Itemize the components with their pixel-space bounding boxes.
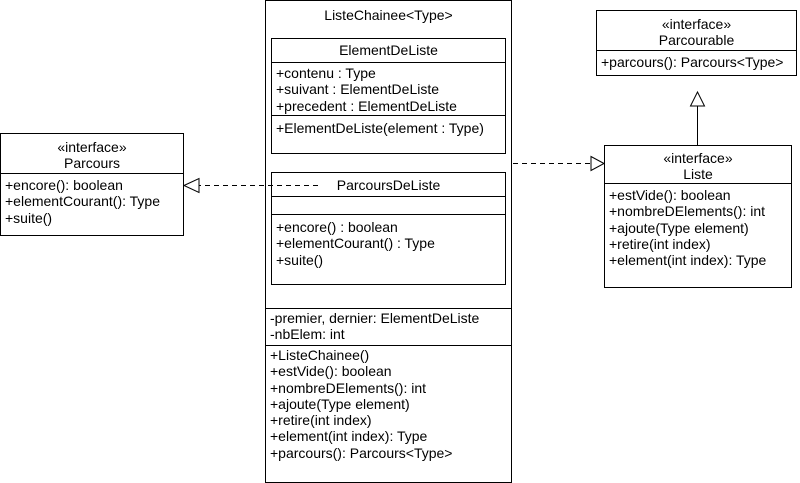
parcours-name: Parcours <box>63 155 121 172</box>
parcourable-stereotype: «interface» <box>661 16 732 32</box>
elementdeliste-name: ElementDeListe <box>339 42 438 58</box>
parcoursdeliste-header: ParcoursDeListe <box>272 173 505 196</box>
listechainee-attr-premier-dernier: -premier, dernier: ElementDeListe <box>270 310 480 326</box>
listechainee-name: ListeChainee<Type> <box>324 7 453 23</box>
interface-liste-box: «interface» Liste +estVide(): boolean +n… <box>604 145 792 288</box>
elementdeliste-method-constructor: +ElementDeListe(element : Type) <box>276 120 484 136</box>
parcoursdeliste-attributes-empty <box>272 196 505 214</box>
listechainee-method-ajoute: +ajoute(Type element) <box>270 395 410 412</box>
parcours-methods: +encore(): boolean +elementCourant(): Ty… <box>1 173 183 226</box>
elementdeliste-attributes: +contenu : Type +suivant : ElementDeList… <box>272 62 505 115</box>
parcourable-methods: +parcours(): Parcours<Type> <box>597 50 796 70</box>
hollow-triangle-arrowhead <box>590 155 606 172</box>
liste-method-estvide: +estVide(): boolean <box>609 187 731 203</box>
listechainee-method-parcours: +parcours(): Parcours<Type> <box>270 444 453 461</box>
liste-method-element: +element(int index): Type <box>609 252 767 269</box>
generalization-liste-to-parcourable <box>689 90 706 145</box>
parcourable-method-parcours: +parcours(): Parcours<Type> <box>601 54 784 70</box>
listechainee-method-constructor: +ListeChainee() <box>270 347 370 363</box>
listechainee-method-nombredelements: +nombreDElements(): int <box>270 379 427 396</box>
parcours-stereotype: «interface» <box>57 139 127 155</box>
liste-method-ajoute: +ajoute(Type element) <box>609 219 749 236</box>
parcours-method-suite: +suite() <box>5 209 53 226</box>
elementdeliste-attr-precedent: +precedent : ElementDeListe <box>276 97 457 114</box>
parcours-header: «interface» Parcours <box>1 134 183 173</box>
liste-header: «interface» Liste <box>605 146 791 183</box>
nested-class-parcoursdeliste-box: ParcoursDeListe +encore() : boolean +ele… <box>271 172 506 285</box>
interface-parcourable-box: «interface» Parcourable +parcours(): Par… <box>596 10 797 76</box>
parcourable-header: «interface» Parcourable <box>597 11 796 50</box>
realization-listechainee-to-liste <box>513 155 606 172</box>
parcours-method-element-courant: +elementCourant(): Type <box>5 193 160 210</box>
parcoursdeliste-methods: +encore() : boolean +elementCourant() : … <box>272 214 505 268</box>
elementdeliste-attr-suivant: +suivant : ElementDeListe <box>276 81 440 98</box>
liste-method-nombredelements: +nombreDElements(): int <box>609 203 766 220</box>
parcours-method-encore: +encore(): boolean <box>5 177 123 193</box>
listechainee-method-element: +element(int index): Type <box>270 428 428 445</box>
listechainee-method-estvide: +estVide(): boolean <box>270 363 392 380</box>
parcoursdeliste-method-element-courant: +elementCourant() : Type <box>276 235 435 252</box>
liste-name: Liste <box>683 166 713 183</box>
elementdeliste-methods: +ElementDeListe(element : Type) <box>272 115 505 136</box>
class-listechainee-box: ListeChainee<Type> -premier, dernier: El… <box>265 0 512 483</box>
listechainee-methods: +ListeChainee() +estVide(): boolean +nom… <box>266 345 511 461</box>
liste-method-retire: +retire(int index) <box>609 235 711 252</box>
parcoursdeliste-method-suite: +suite() <box>276 251 324 268</box>
listechainee-attr-nbelem: -nbElem: int <box>270 326 345 343</box>
parcoursdeliste-method-encore: +encore() : boolean <box>276 219 398 235</box>
hollow-triangle-arrowhead <box>689 90 706 107</box>
parcourable-name: Parcourable <box>658 32 735 49</box>
parcoursdeliste-name: ParcoursDeListe <box>336 177 441 193</box>
elementdeliste-header: ElementDeListe <box>272 39 505 62</box>
liste-stereotype: «interface» <box>663 150 733 166</box>
listechainee-header: ListeChainee<Type> <box>266 1 511 308</box>
elementdeliste-attr-contenu: +contenu : Type <box>276 65 376 81</box>
listechainee-method-retire: +retire(int index) <box>270 412 372 429</box>
nested-class-elementdeliste-box: ElementDeListe +contenu : Type +suivant … <box>271 38 506 154</box>
liste-methods: +estVide(): boolean +nombreDElements(): … <box>605 183 791 268</box>
listechainee-attributes: -premier, dernier: ElementDeListe -nbEle… <box>266 308 511 345</box>
interface-parcours-box: «interface» Parcours +encore(): boolean … <box>0 133 184 236</box>
hollow-triangle-arrowhead <box>182 177 200 194</box>
